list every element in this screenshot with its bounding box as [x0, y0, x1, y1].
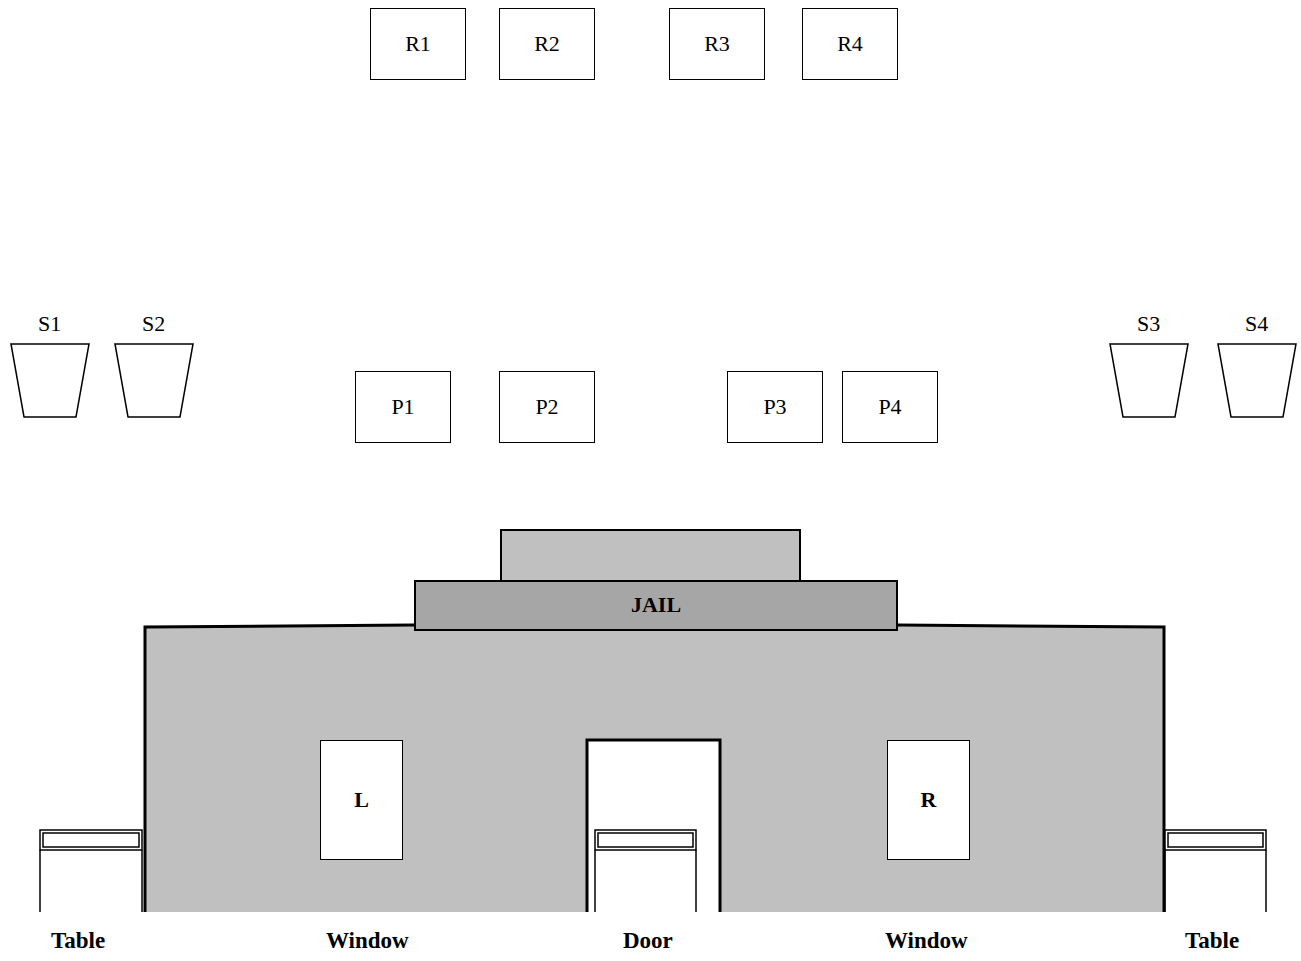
- part-label: Window: [885, 928, 968, 954]
- tables: [40, 830, 1266, 912]
- bucket-shape: [114, 343, 194, 419]
- part-label: Table: [1185, 928, 1239, 954]
- bucket-label: S3: [1137, 312, 1160, 336]
- node-label: R2: [534, 32, 560, 56]
- node-label: JAIL: [631, 593, 681, 617]
- node-label: L: [354, 788, 369, 812]
- row-box: R2: [499, 8, 595, 80]
- bucket: S3: [1109, 308, 1189, 418]
- row-box: R3: [669, 8, 765, 80]
- bucket-label: S4: [1245, 312, 1268, 336]
- row-box: P3: [727, 371, 823, 443]
- part-label: Table: [51, 928, 105, 954]
- part-label: Door: [623, 928, 673, 954]
- window-box: R: [887, 740, 970, 860]
- node-label: R4: [837, 32, 863, 56]
- row-box: P2: [499, 371, 595, 443]
- node-label: P2: [535, 395, 558, 419]
- node-label: R: [921, 788, 937, 812]
- row-box: P1: [355, 371, 451, 443]
- bucket-label: S1: [38, 312, 61, 336]
- node-label: P3: [763, 395, 786, 419]
- jail-band: JAIL: [414, 580, 898, 631]
- row-box: R1: [370, 8, 466, 80]
- row-box: P4: [842, 371, 938, 443]
- node-label: P1: [391, 395, 414, 419]
- bucket: S2: [114, 308, 194, 418]
- bucket-label: S2: [142, 312, 165, 336]
- bucket: S4: [1217, 308, 1297, 418]
- bucket: S1: [10, 308, 90, 418]
- node-label: R1: [405, 32, 431, 56]
- roof-block: [501, 530, 800, 582]
- ground: [580, 912, 730, 961]
- part-label: Window: [326, 928, 409, 954]
- bucket-shape: [10, 343, 90, 419]
- node-label: R3: [704, 32, 730, 56]
- door-opening: [587, 740, 720, 920]
- bucket-shape: [1217, 343, 1297, 419]
- node-label: P4: [878, 395, 901, 419]
- bucket-shape: [1109, 343, 1189, 419]
- row-box: R4: [802, 8, 898, 80]
- window-box: L: [320, 740, 403, 860]
